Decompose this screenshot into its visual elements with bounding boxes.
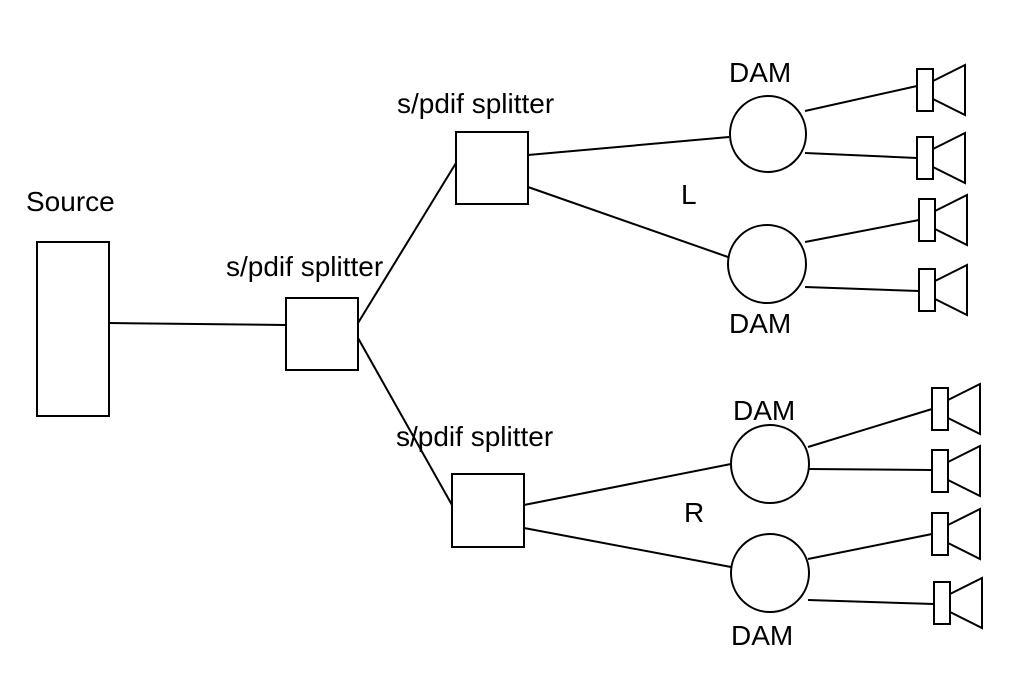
channel-left-label: L bbox=[681, 179, 697, 210]
wire-dam-1-speaker-1 bbox=[804, 85, 918, 112]
wire-main-to-top-splitter bbox=[357, 162, 457, 324]
dam-3-node bbox=[730, 424, 810, 504]
wire-source-to-main-splitter bbox=[108, 322, 287, 326]
speaker-icon bbox=[933, 576, 983, 630]
connections bbox=[108, 85, 935, 605]
top-splitter-label: s/pdif splitter bbox=[397, 88, 554, 119]
main-splitter-label: s/pdif splitter bbox=[226, 251, 383, 282]
wire-dam-3-speaker-5 bbox=[807, 408, 933, 448]
speaker-icon bbox=[918, 263, 968, 317]
wire-top-splitter-to-dam-1 bbox=[527, 136, 730, 156]
source-label: Source bbox=[26, 186, 115, 217]
top-splitter-box bbox=[455, 131, 529, 205]
speaker-icon bbox=[918, 193, 968, 247]
dam-2-label: DAM bbox=[729, 308, 791, 339]
wire-dam-4-speaker-8 bbox=[807, 599, 935, 605]
channel-right-label: R bbox=[684, 497, 704, 528]
speaker-icon bbox=[931, 382, 981, 436]
wire-bottom-splitter-to-dam-3 bbox=[523, 463, 732, 506]
bottom-splitter-box bbox=[451, 473, 525, 548]
speaker-icon bbox=[931, 507, 981, 561]
dam-4-node bbox=[730, 533, 810, 613]
wire-dam-3-speaker-6 bbox=[807, 468, 933, 471]
wire-top-splitter-to-dam-2 bbox=[527, 186, 729, 258]
wire-bottom-splitter-to-dam-4 bbox=[523, 527, 732, 568]
wire-dam-2-speaker-3 bbox=[804, 219, 920, 243]
dam-4-label: DAM bbox=[731, 620, 793, 651]
wire-dam-1-speaker-2 bbox=[804, 152, 918, 159]
speaker-icon bbox=[931, 444, 981, 498]
dam-1-node bbox=[729, 95, 807, 173]
dam-1-label: DAM bbox=[729, 57, 791, 88]
bottom-splitter-label: s/pdif splitter bbox=[396, 421, 553, 452]
speaker-icon bbox=[916, 63, 966, 117]
wire-dam-2-speaker-4 bbox=[804, 286, 920, 292]
wire-dam-4-speaker-7 bbox=[807, 533, 933, 560]
source-box bbox=[36, 241, 110, 417]
speaker-icon bbox=[916, 131, 966, 185]
wire-main-to-bottom-splitter bbox=[357, 337, 453, 506]
main-splitter-box bbox=[285, 297, 359, 371]
dam-3-label: DAM bbox=[733, 395, 795, 426]
dam-2-node bbox=[727, 224, 807, 304]
